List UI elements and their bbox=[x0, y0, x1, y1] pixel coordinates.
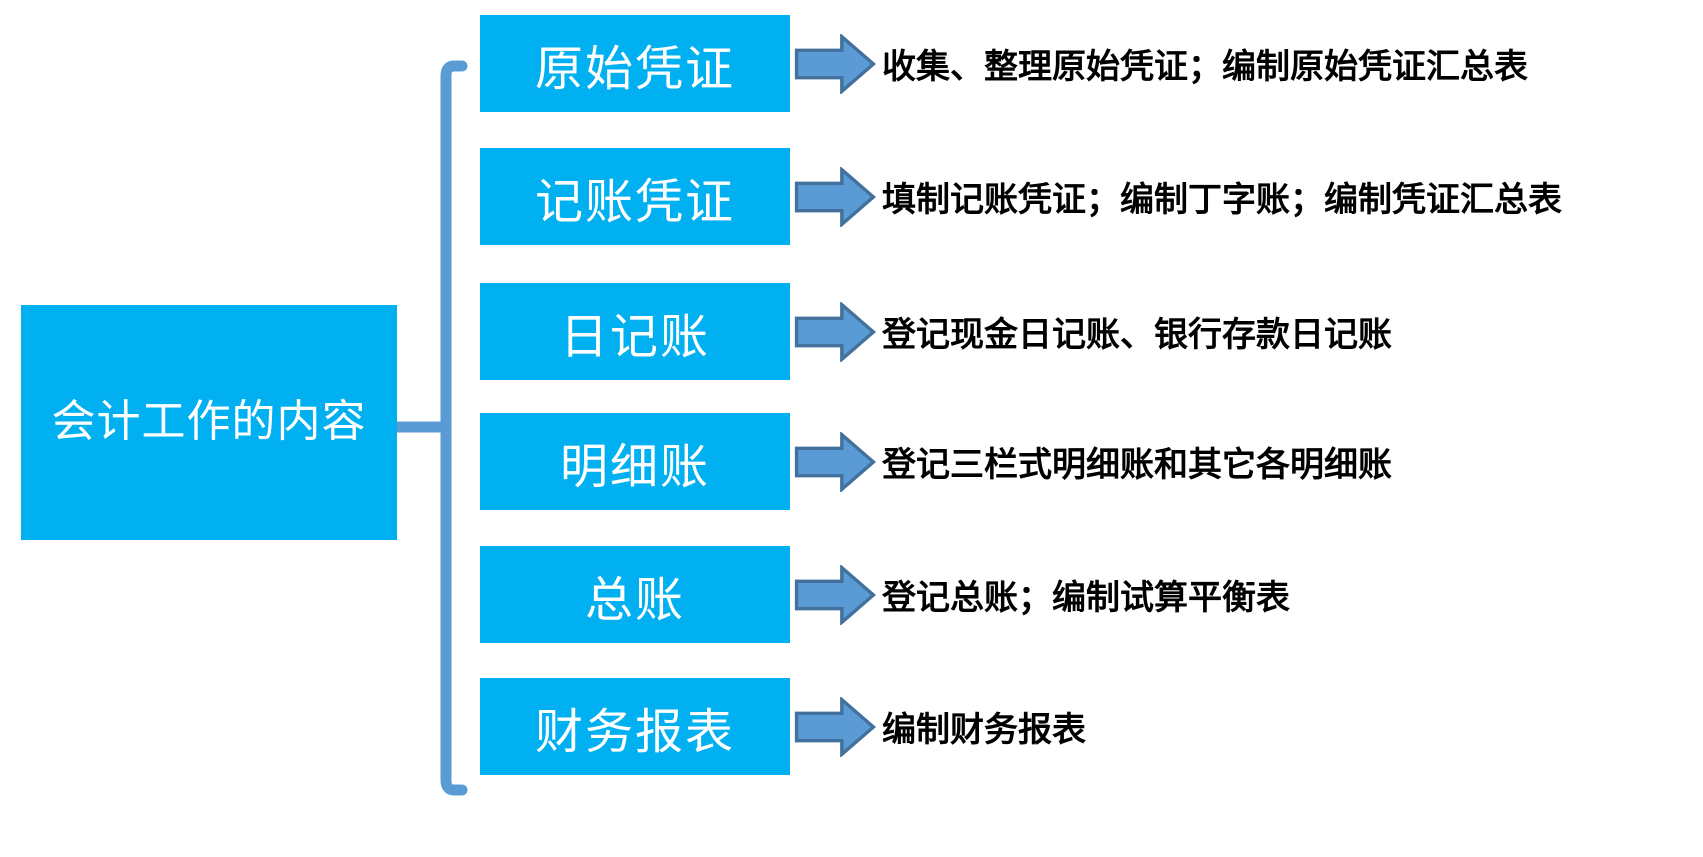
node-box: 财务报表 bbox=[480, 678, 790, 775]
row-description: 填制记账凭证；编制丁字账；编制凭证汇总表 bbox=[882, 181, 1562, 219]
node-box: 记账凭证 bbox=[480, 148, 790, 245]
node-label: 明细账 bbox=[559, 440, 710, 494]
flow-row-journal: 日记账 登记现金日记账、银行存款日记账 bbox=[480, 283, 1392, 380]
right-block-arrow-icon bbox=[794, 166, 876, 227]
right-block-arrow-icon bbox=[794, 564, 876, 625]
node-label: 原始凭证 bbox=[534, 42, 735, 96]
root-node-label: 会计工作的内容 bbox=[51, 397, 367, 447]
flow-row-subsidiary-ledger: 明细账 登记三栏式明细账和其它各明细账 bbox=[480, 413, 1392, 510]
row-description: 登记总账；编制试算平衡表 bbox=[882, 579, 1290, 617]
right-block-arrow-icon bbox=[794, 33, 876, 94]
flow-row-original-voucher: 原始凭证 收集、整理原始凭证；编制原始凭证汇总表 bbox=[480, 15, 1528, 112]
row-description: 收集、整理原始凭证；编制原始凭证汇总表 bbox=[882, 48, 1528, 86]
node-label: 记账凭证 bbox=[534, 175, 735, 229]
node-box: 日记账 bbox=[480, 283, 790, 380]
node-label: 总账 bbox=[584, 573, 685, 627]
flow-row-financial-statements: 财务报表 编制财务报表 bbox=[480, 678, 1086, 775]
node-label: 日记账 bbox=[559, 310, 710, 364]
flow-row-general-ledger: 总账 登记总账；编制试算平衡表 bbox=[480, 546, 1290, 643]
right-block-arrow-icon bbox=[794, 696, 876, 757]
row-description: 登记三栏式明细账和其它各明细账 bbox=[882, 446, 1392, 484]
node-box: 原始凭证 bbox=[480, 15, 790, 112]
flow-row-bookkeeping-voucher: 记账凭证 填制记账凭证；编制丁字账；编制凭证汇总表 bbox=[480, 148, 1562, 245]
row-description: 编制财务报表 bbox=[882, 711, 1086, 749]
row-description: 登记现金日记账、银行存款日记账 bbox=[882, 316, 1392, 354]
node-box: 明细账 bbox=[480, 413, 790, 510]
node-box: 总账 bbox=[480, 546, 790, 643]
right-block-arrow-icon bbox=[794, 431, 876, 492]
right-block-arrow-icon bbox=[794, 301, 876, 362]
root-node: 会计工作的内容 bbox=[21, 305, 397, 540]
bracket-path bbox=[440, 60, 468, 796]
node-label: 财务报表 bbox=[534, 705, 735, 759]
